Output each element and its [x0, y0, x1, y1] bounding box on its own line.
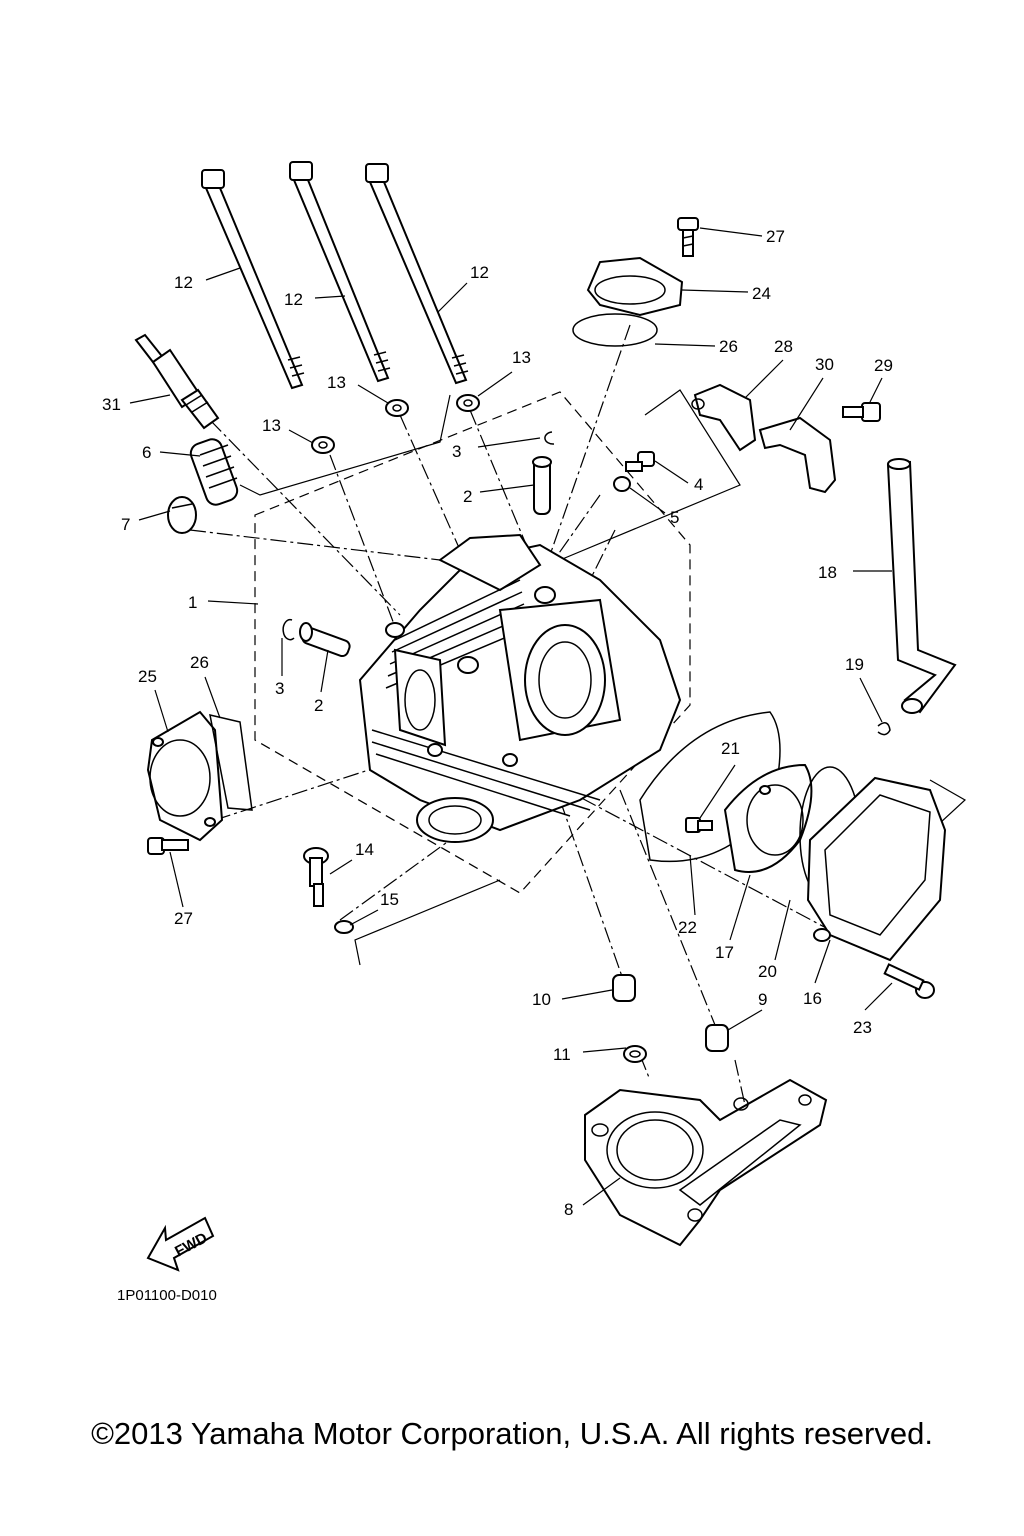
- cylinder-gasket: [584, 1078, 828, 1247]
- callout-1: 1: [188, 593, 197, 612]
- callout-15: 15: [380, 890, 399, 909]
- callout-8: 8: [564, 1200, 573, 1219]
- callout-2-lower: 2: [314, 696, 323, 715]
- cylinder-head: [358, 533, 682, 843]
- callout-26-left: 26: [190, 653, 209, 672]
- callout-25: 25: [138, 667, 157, 686]
- spark-plug: [134, 333, 220, 430]
- breather-hose: [886, 460, 957, 714]
- stud-bolt-left: [201, 169, 305, 390]
- group-bracket-bolts: [354, 879, 501, 966]
- callout-21: 21: [721, 739, 740, 758]
- group-bracket-valves: [239, 394, 451, 496]
- clip-upper: [544, 431, 555, 445]
- callout-29: 29: [874, 356, 893, 375]
- stud-bolt-right: [365, 163, 469, 385]
- callout-3-upper: 3: [452, 442, 461, 461]
- callout-27-left: 27: [174, 909, 193, 928]
- valve-guide-lower: [299, 622, 351, 658]
- axis-line-12: [734, 1059, 746, 1106]
- stud-bolt-middle: [289, 161, 391, 383]
- cam-bracket: [691, 383, 757, 452]
- bolt-head-flange: [303, 847, 329, 907]
- valve-spring: [189, 438, 239, 506]
- callout-9: 9: [758, 990, 767, 1009]
- callout-30: 30: [815, 355, 834, 374]
- callout-14: 14: [355, 840, 374, 859]
- hose-clip: [877, 722, 891, 736]
- clip-lower: [282, 618, 295, 641]
- bolt-cover-left: [147, 837, 189, 855]
- washer-right: [456, 394, 480, 412]
- callout-24: 24: [752, 284, 771, 303]
- group-box-cylinder-head: [254, 391, 691, 894]
- tappet-cover-top: [586, 256, 684, 317]
- cover-left: [146, 710, 224, 842]
- tappet-cap: [167, 496, 197, 534]
- o-ring-top: [572, 313, 658, 347]
- callout-12-left: 12: [174, 273, 193, 292]
- callout-27-top: 27: [766, 227, 785, 246]
- callout-6: 6: [142, 443, 151, 462]
- callout-16: 16: [803, 989, 822, 1008]
- callout-11: 11: [553, 1045, 571, 1064]
- callout-10: 10: [532, 990, 551, 1009]
- callout-labels: 12 12 12 13 13 13 31 6 7 3 2 3 2 1 27 24…: [102, 227, 893, 1219]
- bolt-top-cover: [677, 217, 699, 257]
- axis-line-1: [189, 529, 441, 561]
- washer-breather: [613, 476, 631, 492]
- axis-line-3: [329, 454, 401, 641]
- washer-bolt: [334, 920, 354, 934]
- leader-lines: [129, 227, 893, 1206]
- gasket-plate: [639, 711, 781, 863]
- callout-28: 28: [774, 337, 793, 356]
- axis-line-4: [399, 414, 461, 551]
- dowel-pin-right: [705, 1024, 729, 1052]
- callout-20: 20: [758, 962, 777, 981]
- bolt-plate-valve: [685, 817, 713, 833]
- callout-13-left: 13: [262, 416, 281, 435]
- callout-13-right: 13: [512, 348, 531, 367]
- callout-18: 18: [818, 563, 837, 582]
- bolt-side-cover: [883, 963, 935, 999]
- callout-12-right: 12: [470, 263, 489, 282]
- callout-23: 23: [853, 1018, 872, 1037]
- valve-guide-upper: [532, 456, 552, 515]
- washer-oring: [623, 1045, 647, 1063]
- copyright-notice: ©2013 Yamaha Motor Corporation, U.S.A. A…: [91, 1416, 933, 1451]
- callout-17: 17: [715, 943, 734, 962]
- axis-line-6: [549, 324, 631, 556]
- callout-12-middle: 12: [284, 290, 303, 309]
- bolt-plate: [842, 402, 881, 422]
- callout-7: 7: [121, 515, 130, 534]
- callout-4: 4: [694, 475, 703, 494]
- callout-13-middle: 13: [327, 373, 346, 392]
- bolt-breather: [625, 451, 655, 472]
- dowel-pin-left: [612, 974, 636, 1002]
- callout-3-lower: 3: [275, 679, 284, 698]
- washer-middle: [385, 399, 409, 417]
- side-cover: [806, 776, 947, 962]
- plate-valve: [723, 763, 813, 873]
- axis-line-8: [214, 749, 431, 821]
- axis-line-9: [559, 799, 626, 986]
- callout-22: 22: [678, 918, 697, 937]
- plate-stopper: [758, 416, 837, 494]
- diagram-code: 1P01100-D010: [117, 1287, 217, 1304]
- callout-5: 5: [670, 508, 679, 527]
- group-bracket-cover: [559, 389, 741, 561]
- callout-31: 31: [102, 395, 121, 414]
- washer-left: [311, 436, 335, 454]
- axis-line-10: [619, 789, 716, 1026]
- callout-2-upper: 2: [463, 487, 472, 506]
- callout-26-top: 26: [719, 337, 738, 356]
- callout-19: 19: [845, 655, 864, 674]
- axis-line-2: [209, 419, 401, 616]
- gasket-cover-left: [209, 714, 253, 811]
- fwd-arrow-icon: FWD: [146, 1216, 215, 1272]
